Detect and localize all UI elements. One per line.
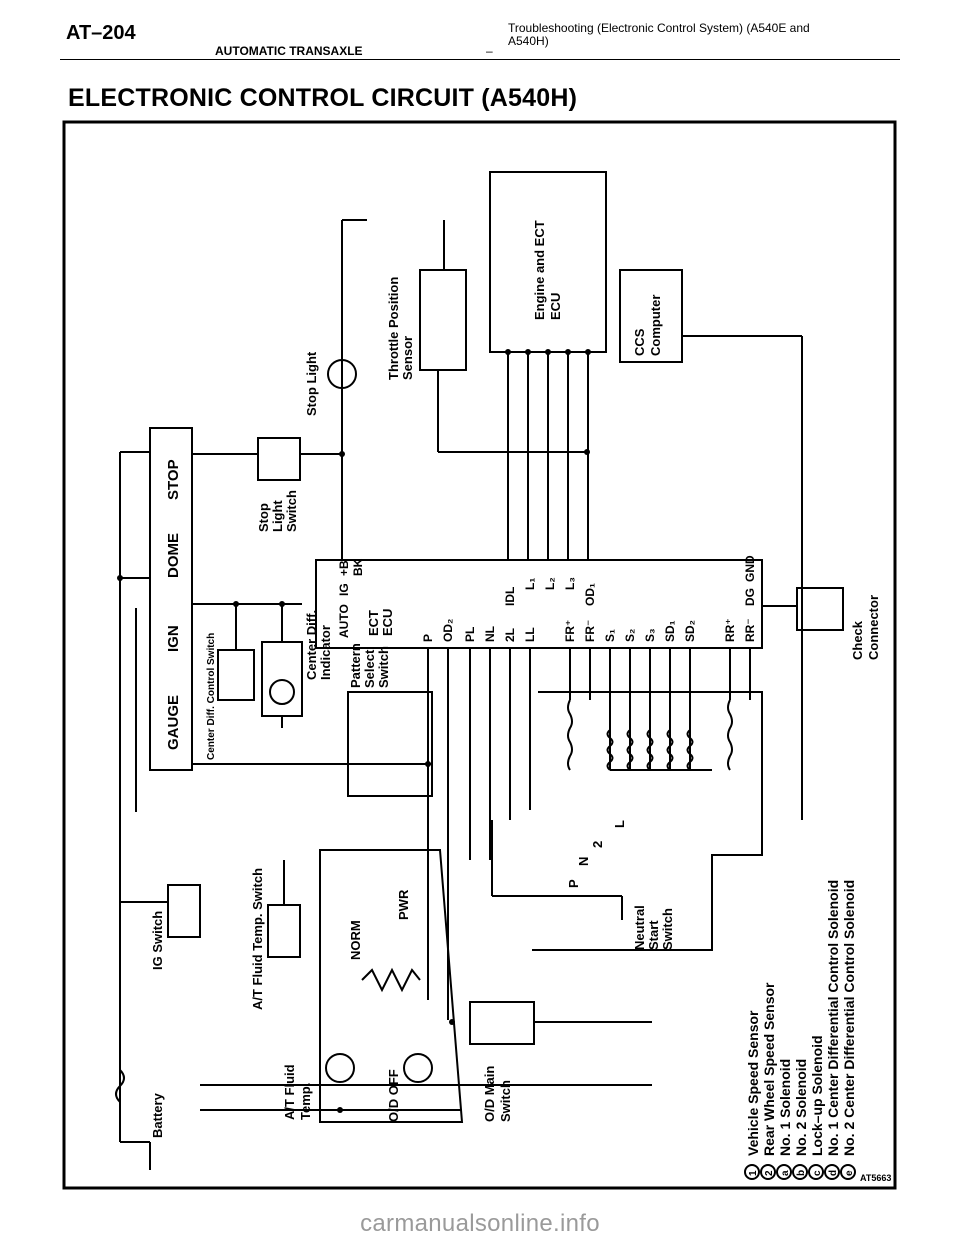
ecu-terminal-s2: S₂ bbox=[623, 629, 637, 642]
legend-label: Rear Wheel Speed Sensor bbox=[761, 982, 777, 1156]
legend-label: No. 1 Solenoid bbox=[777, 1059, 793, 1156]
ig-switch-label: IG Switch bbox=[150, 911, 165, 970]
legend-item: e No. 2 Center Differential Control Sole… bbox=[840, 880, 857, 1180]
engine-ecu-label-1: Engine and ECT bbox=[532, 220, 547, 320]
ecu-terminal-ig: IG bbox=[337, 583, 351, 596]
ecu-terminal-p: P bbox=[421, 634, 435, 642]
legend-label: No. 2 Solenoid bbox=[793, 1059, 809, 1156]
ecu-terminal-idl: IDL bbox=[503, 587, 517, 606]
ecu-terminal-rr-plus: RR⁺ bbox=[723, 618, 737, 642]
legend-key: d bbox=[828, 1170, 839, 1176]
ccs-computer-label-1: CCS bbox=[632, 328, 647, 356]
ecu-terminal-pl: PL bbox=[463, 627, 477, 642]
legend-item: a No. 1 Solenoid bbox=[776, 1059, 793, 1180]
ecu-terminal-fr-plus: FR⁺ bbox=[563, 620, 577, 642]
pattern-select-switch-label-2: Select bbox=[362, 649, 377, 688]
topic-title: Troubleshooting (Electronic Control Syst… bbox=[508, 21, 810, 48]
ecu-terminal-sd2: SD₂ bbox=[683, 620, 697, 642]
ecu-terminal-gnd: GND bbox=[743, 555, 757, 582]
pattern-select-switch-label-1: Pattern bbox=[348, 643, 363, 688]
ecu-terminal-auto: AUTO bbox=[337, 604, 351, 638]
ecu-terminal-l2: L₂ bbox=[543, 577, 557, 590]
ecu-terminal-bk: BK bbox=[351, 558, 365, 576]
legend-label: Lock–up Solenoid bbox=[809, 1035, 825, 1156]
at-fluid-temp-switch-label: A/T Fluid Temp. Switch bbox=[250, 868, 265, 1010]
center-diff-indicator-label-1: Center Diff. bbox=[304, 610, 319, 680]
header-rule bbox=[60, 59, 900, 60]
ecu-terminal-sd1: SD₁ bbox=[663, 620, 677, 642]
legend-key: a bbox=[780, 1170, 791, 1176]
fuse-dome-label: DOME bbox=[165, 533, 182, 578]
neutral-position-l: L bbox=[612, 820, 627, 828]
check-connector-label-2: Connector bbox=[866, 595, 881, 660]
od-off-label: O/D OFF bbox=[386, 1069, 401, 1122]
legend-key: 2 bbox=[764, 1170, 775, 1176]
ecu-terminal-l3: L₃ bbox=[563, 577, 577, 590]
neutral-position-2: 2 bbox=[590, 841, 605, 848]
ecu-terminal-plus-b: +B bbox=[337, 560, 351, 576]
pattern-select-switch-label-3: Switch bbox=[376, 646, 391, 688]
at-fluid-temp-label-1: A/T Fluid bbox=[282, 1064, 297, 1120]
stop-light-switch-label-2: Light bbox=[270, 500, 285, 532]
legend-item: d No. 1 Center Differential Control Sole… bbox=[824, 880, 841, 1180]
od-main-switch-label-2: Switch bbox=[498, 1080, 513, 1122]
ecu-terminal-nl: NL bbox=[483, 626, 497, 642]
battery-label: Battery bbox=[150, 1092, 165, 1138]
legend-label: No. 2 Center Differential Control Soleno… bbox=[841, 880, 857, 1156]
ecu-terminal-od2: OD₂ bbox=[441, 619, 455, 642]
ecu-terminal-dg: DG bbox=[743, 588, 757, 606]
legend-key: b bbox=[796, 1170, 807, 1176]
neutral-start-switch-label-2: Start bbox=[646, 920, 661, 950]
norm-label: NORM bbox=[348, 920, 363, 960]
ect-ecu-label-1: ECT bbox=[366, 610, 381, 636]
pwr-label: PWR bbox=[396, 889, 411, 920]
legend-item: b No. 2 Solenoid bbox=[792, 1059, 809, 1180]
ect-ecu-label-2: ECU bbox=[380, 609, 395, 636]
fuse-gauge-label: GAUGE bbox=[165, 695, 182, 750]
ccs-computer-label-2: Computer bbox=[648, 295, 663, 356]
legend-label: No. 1 Center Differential Control Soleno… bbox=[825, 880, 841, 1156]
page-title: ELECTRONIC CONTROL CIRCUIT (A540H) bbox=[68, 84, 578, 112]
fuse-ign-label: IGN bbox=[165, 625, 182, 652]
stop-light-switch-label-3: Switch bbox=[284, 490, 299, 532]
watermark: carmanualsonline.info bbox=[360, 1210, 600, 1237]
stop-light-switch-label-1: Stop bbox=[256, 503, 271, 532]
throttle-position-sensor-label-1: Throttle Position bbox=[386, 277, 401, 380]
legend-key: 1 bbox=[748, 1170, 759, 1176]
check-connector-label-1: Check bbox=[850, 620, 865, 660]
center-diff-indicator-label-2: Indicator bbox=[318, 625, 333, 680]
legend-item: c Lock–up Solenoid bbox=[808, 1035, 825, 1180]
legend-key: e bbox=[844, 1170, 855, 1176]
ecu-terminal-s3: S₃ bbox=[643, 628, 657, 642]
figure-id: AT5663 bbox=[860, 1173, 892, 1183]
fuse-stop-label: STOP bbox=[165, 459, 182, 500]
legend-item: 2 Rear Wheel Speed Sensor bbox=[760, 982, 777, 1180]
od-main-switch-label-1: O/D Main bbox=[482, 1066, 497, 1122]
header-dash: – bbox=[486, 44, 493, 58]
neutral-start-switch-label-1: Neutral bbox=[632, 905, 647, 950]
legend-key: c bbox=[812, 1170, 823, 1176]
throttle-position-sensor-label-2: Sensor bbox=[400, 336, 415, 380]
ecu-terminal-ll: LL bbox=[523, 627, 537, 642]
engine-ecu-label-2: ECU bbox=[548, 293, 563, 320]
ecu-terminal-2l: 2L bbox=[503, 628, 517, 642]
neutral-start-switch-label-3: Switch bbox=[660, 908, 675, 950]
neutral-position-p: P bbox=[566, 879, 581, 888]
section-title: AUTOMATIC TRANSAXLE bbox=[215, 44, 363, 58]
ecu-terminal-s1: S₁ bbox=[603, 629, 617, 642]
ecu-terminal-od1: OD₁ bbox=[583, 583, 597, 606]
ecu-terminal-fr-minus: FR⁻ bbox=[583, 620, 597, 642]
legend-label: Vehicle Speed Sensor bbox=[745, 1010, 761, 1156]
center-diff-control-switch-label: Center Diff. Control Switch bbox=[206, 633, 217, 760]
ecu-terminal-l1: L₁ bbox=[523, 578, 537, 590]
legend-item: 1 Vehicle Speed Sensor bbox=[744, 1010, 761, 1180]
page-number: AT–204 bbox=[66, 22, 136, 44]
circuit-diagram: GAUGE IGN DOME STOP Center Diff. Control… bbox=[62, 120, 897, 1190]
ecu-terminal-rr-minus: RR⁻ bbox=[743, 618, 757, 642]
stop-light-label: Stop Light bbox=[304, 351, 319, 416]
neutral-position-n: N bbox=[576, 857, 591, 866]
at-fluid-temp-label-2: Temp. bbox=[298, 1083, 313, 1120]
